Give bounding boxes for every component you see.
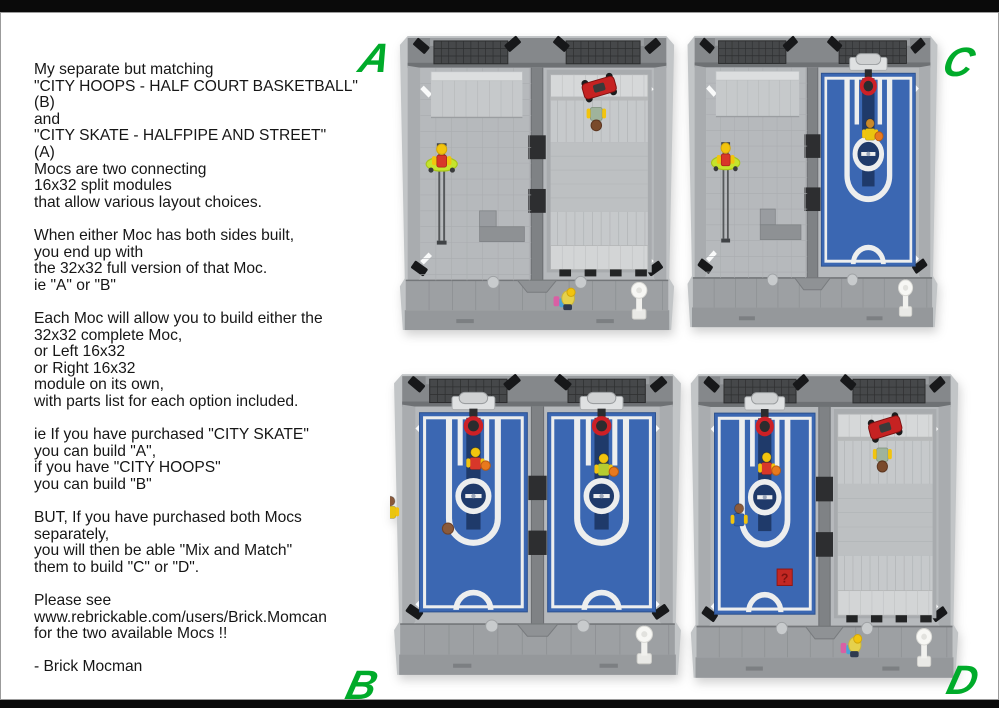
skater-minifig	[425, 143, 458, 173]
basketball-court-half	[714, 412, 816, 615]
halfpipe-half	[546, 69, 652, 277]
go-kart-minifig	[867, 412, 903, 473]
module-d-render: ?	[687, 368, 962, 686]
module-c-render	[684, 30, 941, 335]
go-kart-minifig	[581, 72, 618, 132]
basketball-hoop	[744, 392, 786, 437]
player-minifigs	[730, 451, 781, 527]
top-frame-bar	[0, 0, 999, 12]
bottom-frame-bar	[0, 700, 999, 708]
description-text: My separate but matching "CITY HOOPS - H…	[34, 61, 358, 676]
content-canvas: My separate but matching "CITY HOOPS - H…	[0, 12, 999, 708]
halfpipe-half	[833, 409, 937, 623]
svg-text:?: ?	[781, 570, 789, 586]
pedestrian-minifig	[553, 287, 576, 311]
skater-minifig	[710, 142, 741, 172]
street-lamp	[916, 628, 933, 668]
module-c-image	[687, 35, 938, 328]
skate-street-half	[706, 67, 808, 278]
basketball-court-half	[418, 412, 528, 613]
street-lamp	[898, 279, 914, 317]
module-a-image	[399, 35, 675, 331]
basketball-hoop	[451, 391, 496, 436]
basketball-court-half	[547, 412, 657, 613]
module-c-label: C	[938, 39, 980, 85]
street-lamp	[630, 281, 648, 320]
pedestrian-minifig	[840, 633, 863, 658]
skate-street-half	[420, 67, 532, 281]
basketball-hoop	[579, 391, 624, 436]
module-a-render	[396, 30, 678, 338]
basketball-court-half	[820, 72, 916, 267]
street-lamp	[635, 625, 653, 665]
player-minifigs	[441, 446, 491, 535]
module-d-image: ?	[690, 374, 959, 678]
player-minifigs	[390, 453, 619, 519]
basketball-hoop	[849, 53, 888, 96]
player-minifigs	[862, 118, 884, 142]
module-b-image	[390, 374, 681, 675]
question-mark-tile: ?	[776, 568, 793, 586]
module-b-render	[390, 368, 685, 683]
